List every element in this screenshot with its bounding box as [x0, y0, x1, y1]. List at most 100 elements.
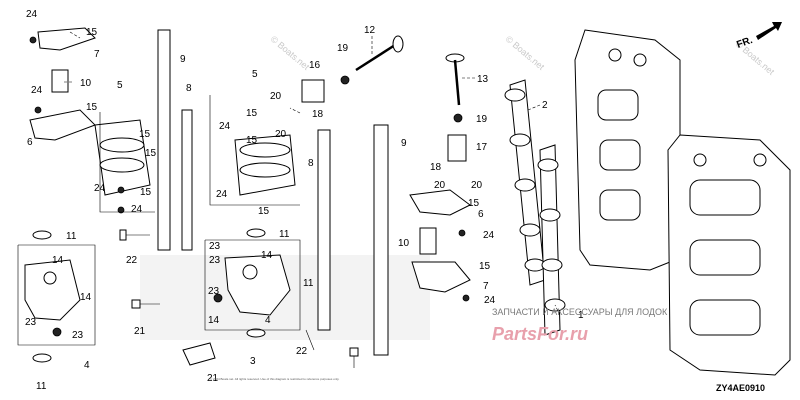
- nut-24-a: [29, 36, 37, 44]
- leader-line: [69, 31, 81, 39]
- callout-label: 24: [219, 121, 231, 132]
- washer-11-d: [246, 328, 266, 338]
- callout-label: 11: [36, 381, 47, 392]
- callout-label: 11: [279, 229, 290, 240]
- callout-label: 20: [270, 91, 282, 102]
- watermark-site-1: © Boats.net: [269, 34, 312, 72]
- callout-label: 24: [483, 230, 495, 241]
- watermark-site-2: © Boats.net: [504, 34, 547, 72]
- callout-label: 22: [126, 255, 138, 266]
- group-box-5-right: [209, 95, 300, 206]
- callout-label: 14: [261, 250, 273, 261]
- callout-label: 15: [86, 27, 98, 38]
- group-box-4-left: [17, 244, 96, 346]
- spring-10-top: [51, 69, 69, 93]
- callout-label: 16: [309, 60, 321, 71]
- callout-label: 9: [401, 138, 407, 149]
- callout-label: 5: [117, 80, 123, 91]
- copyright-line: © 2024 Boats.net. All rights reserved. U…: [210, 377, 340, 381]
- callout-labels: 24 15 7 10 24 15 6 5 15 15 24 15 24 9 8 …: [25, 9, 584, 392]
- rocker-assembly-5-left: [94, 119, 151, 196]
- callout-label: 20: [434, 180, 446, 191]
- callout-label: 23: [209, 255, 221, 266]
- callout-label: 15: [479, 261, 491, 272]
- callout-label: 24: [484, 295, 496, 306]
- bolt-21-right: [305, 329, 315, 351]
- callout-label: 22: [296, 346, 308, 357]
- callout-label: 6: [27, 137, 33, 148]
- callout-label: 23: [25, 317, 37, 328]
- callout-label: 15: [246, 135, 258, 146]
- rocker-shaft-8-right: [317, 129, 331, 331]
- leader-line: [527, 104, 541, 111]
- callout-label: 12: [364, 25, 376, 36]
- rocker-arm-7-right: [411, 261, 471, 293]
- callout-label: 2: [542, 100, 548, 111]
- callout-label: 9: [180, 54, 186, 65]
- washer-11-b: [32, 353, 52, 363]
- callout-label: 5: [252, 69, 258, 80]
- callout-label: 10: [398, 238, 410, 249]
- callout-label: 15: [139, 129, 151, 140]
- valve-spring-17: [447, 134, 467, 162]
- callout-label: 3: [250, 356, 256, 367]
- nut-24-b: [34, 106, 42, 114]
- callout-label: 13: [477, 74, 489, 85]
- rocker-arm-6-top: [29, 109, 96, 141]
- callout-label: 24: [216, 189, 228, 200]
- washer-11-c: [246, 228, 266, 238]
- bolt-21-left: [131, 299, 160, 309]
- callout-label: 20: [275, 129, 287, 140]
- callout-label: 18: [430, 162, 442, 173]
- callout-label: 14: [52, 255, 64, 266]
- callout-label: 11: [303, 278, 314, 289]
- bolt-22-left: [119, 229, 150, 241]
- nut-23-a: [52, 327, 62, 337]
- callout-label: 23: [209, 241, 221, 252]
- callout-label: 8: [186, 83, 192, 94]
- bolt-22-right: [349, 347, 359, 368]
- callout-label: 17: [476, 142, 488, 153]
- collar-19-b: [453, 113, 463, 123]
- callout-label: 24: [26, 9, 38, 20]
- callout-label: 4: [265, 315, 271, 326]
- camshaft-1: [537, 144, 566, 336]
- callout-label: 21: [134, 326, 146, 337]
- leader-line: [554, 304, 561, 316]
- camshaft-2: [504, 79, 546, 286]
- callout-label: 15: [246, 108, 258, 119]
- group-box-5-left: [99, 112, 155, 213]
- callout-label: 21: [207, 373, 219, 384]
- rocker-assembly-5-right: [234, 134, 296, 196]
- callout-label: 24: [94, 183, 106, 194]
- callout-label: 15: [258, 206, 270, 217]
- callout-label: 4: [84, 360, 90, 371]
- callout-label: 14: [208, 315, 220, 326]
- callout-label: 10: [80, 78, 92, 89]
- nut-23-b: [213, 293, 223, 303]
- callout-label: 14: [80, 292, 92, 303]
- callout-label: 15: [468, 198, 480, 209]
- watermark-russian-text: ЗАПЧАСТИ И АКСЕССУАРЫ ДЛЯ ЛОДОК: [492, 307, 668, 317]
- spring-10-right: [419, 227, 437, 255]
- callout-label: 18: [312, 109, 324, 120]
- direction-indicator: FR.: [735, 22, 782, 51]
- nut-24-d: [117, 206, 125, 214]
- arrow-icon: [756, 22, 782, 40]
- direction-label: FR.: [735, 35, 754, 51]
- nut-24-f: [462, 294, 470, 302]
- bracket-3: [182, 342, 216, 366]
- callout-label: 15: [140, 187, 152, 198]
- group-box-4-right: [204, 239, 301, 331]
- cylinder-head-front: [667, 134, 791, 376]
- rocker-shaft-9-left: [157, 29, 171, 251]
- callout-label: 19: [476, 114, 488, 125]
- valve-spring-16: [301, 79, 325, 103]
- callout-label: 23: [208, 286, 220, 297]
- callout-label: 8: [308, 158, 314, 169]
- rocker-assembly-4-right: [224, 254, 291, 316]
- valve-exhaust-12: [355, 35, 404, 72]
- callout-label: 20: [471, 180, 483, 191]
- rocker-arm-6-right: [409, 189, 471, 216]
